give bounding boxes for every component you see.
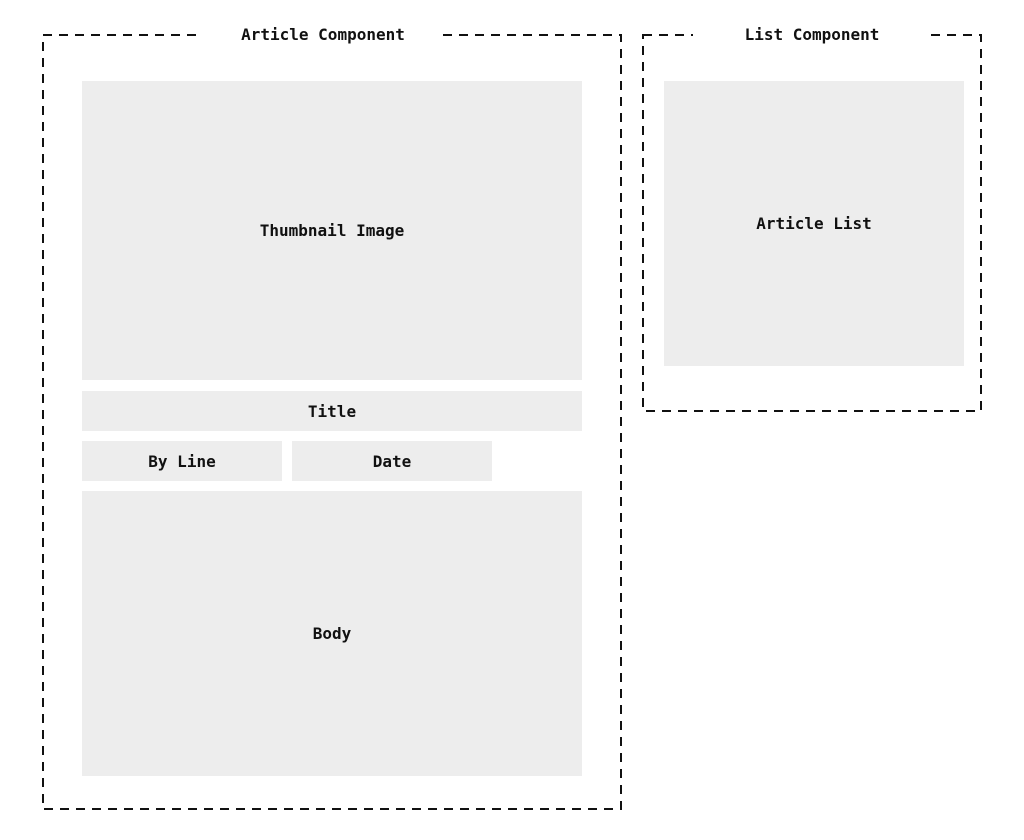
thumbnail-image-placeholder: Thumbnail Image [82, 81, 582, 380]
list-component-label: List Component [693, 23, 931, 47]
date-placeholder: Date [292, 441, 492, 481]
article-component-label: Article Component [203, 23, 443, 47]
article-component: Article Component [42, 23, 622, 810]
article-list-placeholder: Article List [664, 81, 964, 366]
byline-placeholder: By Line [82, 441, 282, 481]
list-component: List Component [642, 23, 982, 412]
title-placeholder: Title [82, 391, 582, 431]
body-placeholder: Body [82, 491, 582, 776]
